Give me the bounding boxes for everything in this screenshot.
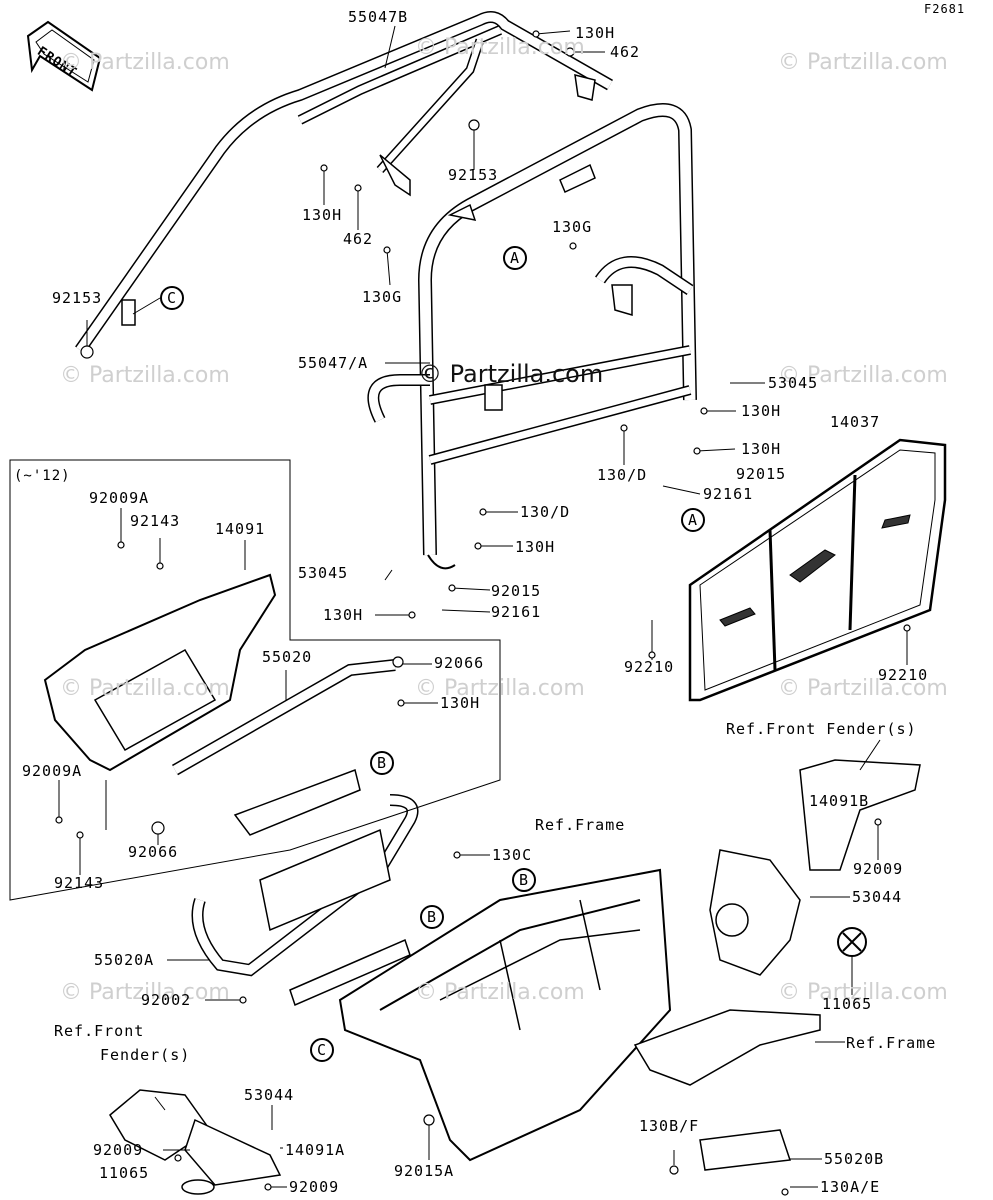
- leader-lines: [58, 25, 908, 1188]
- part-label: 92009: [93, 1141, 144, 1159]
- part-label: 92143: [130, 512, 181, 530]
- part-label: 53044: [852, 888, 903, 906]
- callout-letter: C: [317, 1041, 328, 1059]
- variant-note: (~'12): [14, 468, 71, 484]
- watermark: © Partzilla.com: [60, 980, 230, 1005]
- part-label: 92153: [448, 166, 499, 184]
- part-label: 92161: [491, 603, 542, 621]
- part-label: 14091B: [809, 792, 870, 810]
- watermark: © Partzilla.com: [778, 363, 948, 388]
- watermark: © Partzilla.com: [60, 50, 230, 75]
- part-label: 14091: [215, 520, 266, 538]
- callout-a-2: [681, 508, 705, 532]
- part-label: 462: [610, 43, 641, 61]
- watermark: © Partzilla.com: [60, 363, 230, 388]
- part-label: 130H: [575, 24, 616, 42]
- figure-code: F2681: [924, 2, 966, 16]
- part-label: 92009A: [89, 489, 150, 507]
- part-label: 55047B: [348, 8, 409, 26]
- callout-letter: B: [519, 871, 530, 889]
- part-label: 92015A: [394, 1162, 455, 1180]
- part-label: 92009A: [22, 762, 83, 780]
- part-label: 130A/E: [820, 1178, 881, 1196]
- callout-letter: C: [167, 289, 178, 307]
- lower-fender-drawing: [109, 1089, 282, 1195]
- watermark: © Partzilla.com: [778, 50, 948, 75]
- part-label: 92066: [434, 654, 485, 672]
- part-label: 55047/A: [298, 354, 369, 372]
- part-label: 92015: [736, 465, 787, 483]
- part-label: 11065: [99, 1164, 150, 1182]
- part-label: 53045: [298, 564, 349, 582]
- part-label: 130B/F: [639, 1117, 700, 1135]
- callout-letter: B: [427, 908, 438, 926]
- part-label: 130/D: [597, 466, 648, 484]
- part-label: Ref.Frame: [535, 816, 626, 834]
- part-label: Ref.Front Fender(s): [726, 720, 917, 738]
- part-label: 53045: [768, 374, 819, 392]
- front-arrow-icon: [26, 20, 102, 92]
- part-label: 130G: [362, 288, 403, 306]
- rops-frame-drawing: [75, 10, 697, 570]
- center-watermark: © Partzilla.com: [418, 360, 604, 388]
- part-label: 130H: [741, 440, 782, 458]
- part-label: 92210: [878, 666, 929, 684]
- part-label: 92153: [52, 289, 103, 307]
- fender-cover-drawing: [709, 759, 921, 976]
- part-label: Ref.Frame: [846, 1034, 937, 1052]
- fastener-marks: [55, 30, 911, 1196]
- callout-b-2: [512, 868, 536, 892]
- part-label: 92143: [54, 874, 105, 892]
- rear-screen-drawing: [688, 438, 947, 702]
- inset-box-outline: [9, 459, 501, 901]
- callout-letter: A: [688, 511, 699, 529]
- part-label: 130C: [492, 846, 533, 864]
- part-label: 130H: [440, 694, 481, 712]
- callout-a-1: [503, 246, 527, 270]
- part-label: 92002: [141, 991, 192, 1009]
- part-label: Fender(s): [100, 1046, 191, 1064]
- callout-c-2: [310, 1038, 334, 1062]
- part-label: 55020B: [824, 1150, 885, 1168]
- part-label: 55020: [262, 648, 313, 666]
- part-label: 130H: [515, 538, 556, 556]
- part-label: 92009: [289, 1178, 340, 1196]
- watermark: © Partzilla.com: [778, 980, 948, 1005]
- callout-b-3: [420, 905, 444, 929]
- part-label: 92161: [703, 485, 754, 503]
- part-label: 92009: [853, 860, 904, 878]
- rear-skid-drawing: [633, 1009, 821, 1171]
- part-label: 462: [343, 230, 374, 248]
- watermark: © Partzilla.com: [415, 980, 585, 1005]
- part-label: 92015: [491, 582, 542, 600]
- part-label: 55020A: [94, 951, 155, 969]
- part-label: Ref.Front: [54, 1022, 145, 1040]
- part-label: 53044: [244, 1086, 295, 1104]
- part-label: 92210: [624, 658, 675, 676]
- callout-circles: [160, 246, 705, 1062]
- front-guard-drawing: [43, 573, 419, 1007]
- callout-letter: A: [510, 249, 521, 267]
- part-label: 130/D: [520, 503, 571, 521]
- part-label: 130H: [302, 206, 343, 224]
- watermark: © Partzilla.com: [60, 676, 230, 701]
- callout-c-1: [160, 286, 184, 310]
- part-label: 92066: [128, 843, 179, 861]
- watermark: © Partzilla.com: [415, 676, 585, 701]
- watermark: © Partzilla.com: [415, 35, 585, 60]
- part-label: 14091A: [285, 1141, 346, 1159]
- part-label: 14037: [830, 413, 881, 431]
- part-label: 130H: [323, 606, 364, 624]
- part-label: 11065: [822, 995, 873, 1013]
- part-label: 130H: [741, 402, 782, 420]
- part-label: 130G: [552, 218, 593, 236]
- watermark: © Partzilla.com: [778, 676, 948, 701]
- callout-letter: B: [377, 754, 388, 772]
- chassis-frame-drawing: [338, 868, 672, 1162]
- callout-b-1: [370, 751, 394, 775]
